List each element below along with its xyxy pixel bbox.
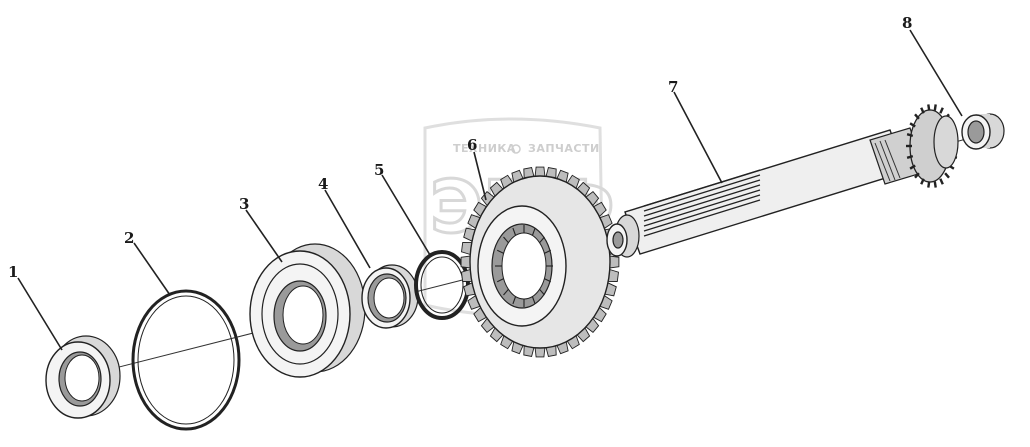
callout-6: 6 <box>467 136 477 154</box>
watermark-brand-right: ЗАПЧАСТИ <box>528 142 600 155</box>
callout-8: 8 <box>902 14 912 32</box>
watermark-gear-icon <box>511 144 521 154</box>
watermark-brand-left: ТЕХНИКА <box>453 142 516 155</box>
callout-labels: 1 2 3 4 5 6 7 8 <box>8 14 912 281</box>
callout-7: 7 <box>668 78 678 96</box>
part-8-end-bushing <box>961 113 1005 150</box>
callout-2: 2 <box>124 229 134 247</box>
callout-3: 3 <box>239 195 249 213</box>
part-1-bushing <box>45 335 121 419</box>
leader-lines <box>17 29 963 351</box>
callout-5: 5 <box>374 161 384 179</box>
part-4-sleeve <box>361 264 419 329</box>
part-2-snap-ring <box>131 289 241 431</box>
shaft-splines <box>643 169 761 237</box>
callout-4: 4 <box>318 175 328 193</box>
callout-1: 1 <box>8 263 18 281</box>
part-3-bearing <box>249 243 366 378</box>
part-7-shaft <box>606 104 959 258</box>
gear-splines <box>495 225 553 307</box>
